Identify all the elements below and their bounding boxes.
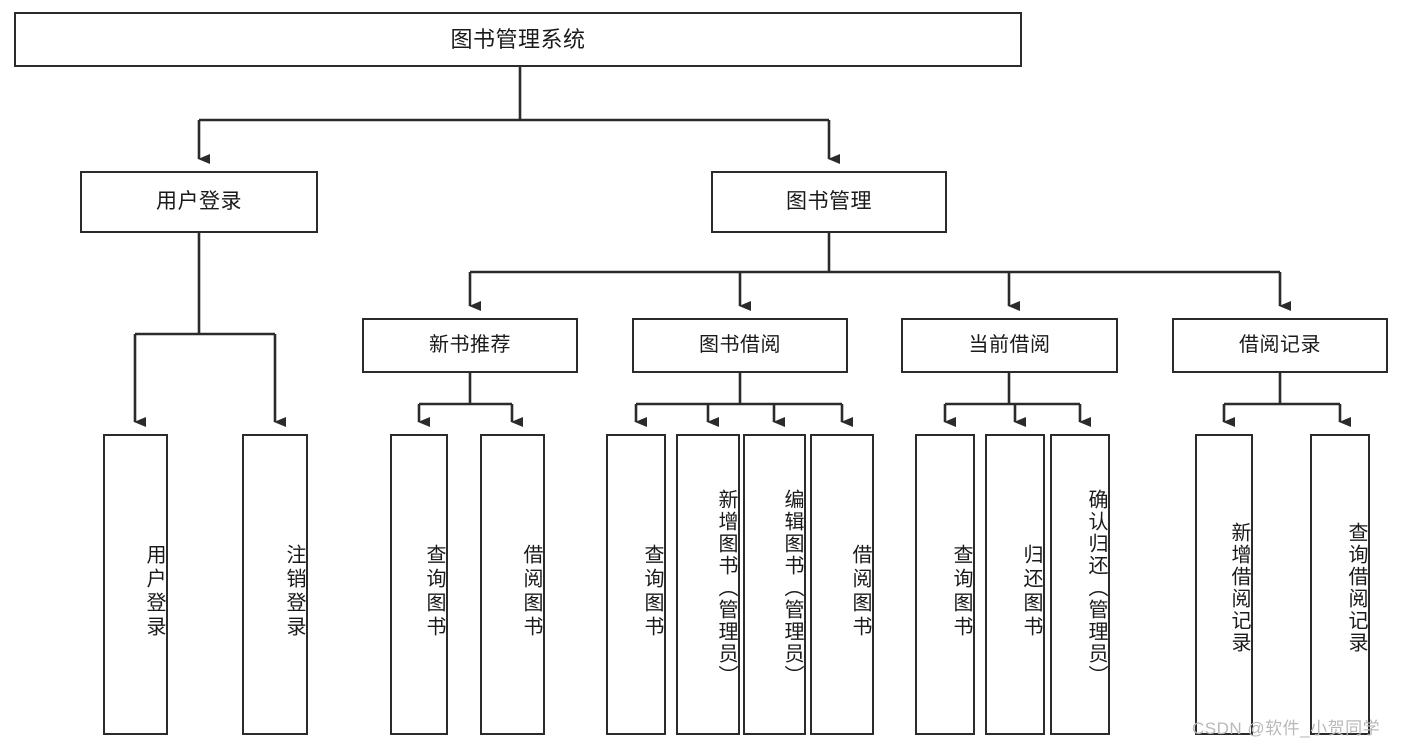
node-label: 借阅记录	[1239, 334, 1321, 356]
node-label: 图书管理系统	[450, 26, 586, 52]
node-label: 查询图书	[423, 543, 445, 640]
node-label: 用户登录	[156, 189, 242, 213]
node-label: 编辑图书（管理员）	[781, 488, 803, 687]
node-level3-0[interactable]: 新书推荐	[362, 318, 578, 373]
node-label: 图书管理	[786, 189, 872, 213]
node-label: 借阅图书	[520, 543, 542, 640]
node-label: 当前借阅	[968, 334, 1051, 356]
node-label: 查询图书	[641, 543, 663, 640]
node-leaf-2[interactable]: 查询图书	[390, 434, 448, 735]
node-label: 归还图书	[1020, 543, 1042, 640]
node-label: 借阅图书	[849, 543, 871, 640]
node-leaf-1[interactable]: 注销登录	[242, 434, 308, 735]
node-label: 查询图书	[950, 543, 972, 640]
node-leaf-7[interactable]: 借阅图书	[810, 434, 874, 735]
node-level3-3[interactable]: 借阅记录	[1172, 318, 1388, 373]
node-label: 确认归还（管理员）	[1085, 488, 1107, 687]
node-level3-2[interactable]: 当前借阅	[901, 318, 1118, 373]
node-leaf-9[interactable]: 归还图书	[985, 434, 1045, 735]
node-label: 新书推荐	[429, 334, 511, 356]
csdn-watermark: CSDN @软件_小贺同学	[1192, 719, 1381, 738]
node-leaf-6[interactable]: 编辑图书（管理员）	[743, 434, 806, 735]
node-root[interactable]: 图书管理系统	[14, 12, 1022, 67]
node-level2-1[interactable]: 图书管理	[711, 171, 947, 233]
node-label: 新增借阅记录	[1228, 521, 1250, 654]
node-leaf-11[interactable]: 新增借阅记录	[1195, 434, 1253, 735]
node-level2-0[interactable]: 用户登录	[80, 171, 318, 233]
node-label: 用户登录	[143, 543, 165, 640]
node-leaf-0[interactable]: 用户登录	[103, 434, 168, 735]
node-level3-1[interactable]: 图书借阅	[632, 318, 848, 373]
node-label: 图书借阅	[699, 334, 781, 356]
node-label: 注销登录	[283, 543, 305, 640]
node-leaf-8[interactable]: 查询图书	[915, 434, 975, 735]
node-label: 查询借阅记录	[1345, 521, 1367, 654]
node-leaf-12[interactable]: 查询借阅记录	[1310, 434, 1370, 735]
node-label: 新增图书（管理员）	[715, 488, 737, 687]
node-leaf-3[interactable]: 借阅图书	[480, 434, 545, 735]
node-leaf-10[interactable]: 确认归还（管理员）	[1050, 434, 1110, 735]
node-leaf-4[interactable]: 查询图书	[606, 434, 666, 735]
node-leaf-5[interactable]: 新增图书（管理员）	[676, 434, 740, 735]
